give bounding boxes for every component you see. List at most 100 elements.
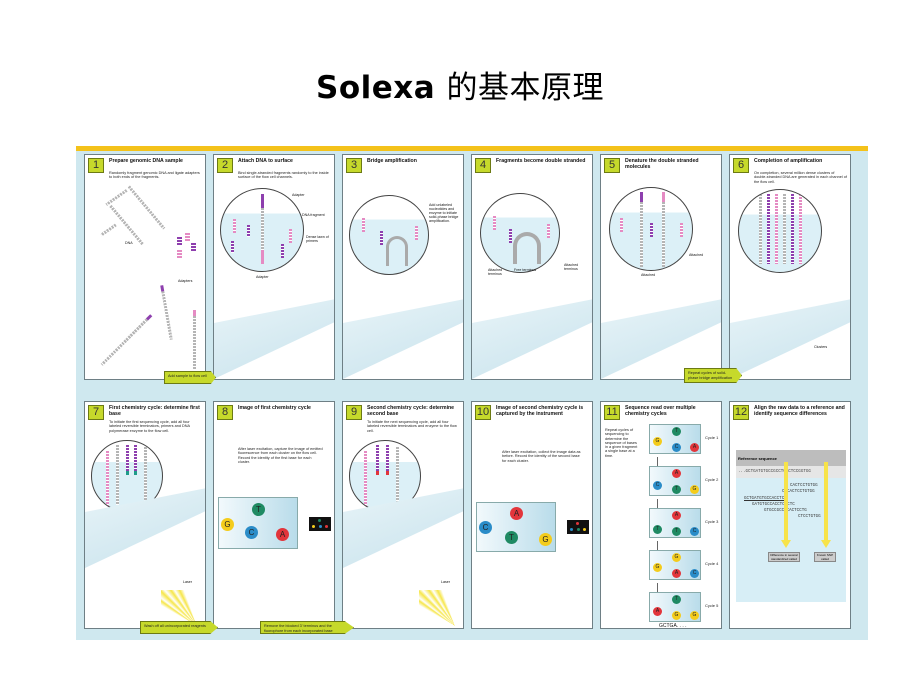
cycle-label: Cycle 3	[705, 519, 719, 524]
cluster-strand	[144, 447, 147, 507]
flow-cell-surface	[601, 299, 721, 379]
zoom-circle	[349, 195, 429, 275]
cluster-strand	[791, 194, 794, 264]
panel-description: Repeat cycles of sequencing to determine…	[605, 428, 638, 458]
camera-view	[567, 520, 589, 534]
primer	[547, 224, 550, 238]
down-arrow	[657, 583, 658, 592]
read: CTCACTCCTGTGG	[782, 490, 815, 494]
label-laser: Laser	[183, 580, 192, 584]
label-dna: DNA	[125, 241, 133, 245]
panel-title: Fragments become double stranded	[496, 158, 586, 164]
base-dot: C	[690, 527, 699, 536]
label-attached-terminus: Attached terminus	[488, 268, 503, 276]
step-number: 8	[217, 405, 233, 420]
zoom-circle	[738, 189, 822, 273]
panel-description: On completion, several million dense clu…	[754, 171, 847, 184]
base-dot: G	[653, 563, 662, 572]
ligated-fragment	[193, 310, 196, 370]
panel-description: Randomly fragment genomic DNA and ligate…	[109, 171, 200, 180]
adapter	[185, 233, 190, 241]
cycle-label: Cycle 2	[705, 477, 719, 482]
base-dot: G	[672, 611, 681, 620]
cluster-strand	[775, 194, 778, 264]
panel-description: To initiate the next sequencing cycle, a…	[367, 420, 457, 433]
step-number: 5	[604, 158, 620, 173]
panel-step-7: 7 First chemistry cycle: determine first…	[84, 401, 206, 629]
laser-beam	[161, 590, 197, 626]
down-arrow	[657, 499, 658, 508]
base-dot: T	[672, 595, 681, 604]
primer	[233, 219, 236, 233]
panel-description: Bind single-stranded fragments randomly …	[238, 171, 329, 180]
label-adapter-top: Adapter	[292, 193, 305, 197]
primer	[680, 223, 683, 237]
adapter	[191, 243, 196, 251]
laser-beam	[419, 590, 455, 626]
difference-marker	[784, 462, 788, 540]
step-number: 3	[346, 158, 362, 173]
ligated-fragment	[160, 285, 173, 340]
cycle-image-4: G G A C	[649, 550, 701, 580]
denatured-strand	[662, 192, 665, 267]
cluster-strand	[116, 445, 119, 505]
primer	[231, 241, 234, 253]
flow-cell-surface	[343, 299, 463, 379]
panel-description: After laser excitation, collect the imag…	[502, 450, 581, 463]
reference-label: Reference sequence	[736, 450, 846, 466]
base-dot: T	[672, 527, 681, 536]
base-dot: C	[672, 443, 681, 452]
panel-title: Completion of amplification	[754, 158, 823, 164]
panel-step-6: 6 Completion of amplification On complet…	[729, 154, 851, 380]
read: CTCCTGTGG	[798, 515, 821, 519]
base-dot: G	[690, 485, 699, 494]
flow-tag-remove-terminator: Remove the blocked 3' terminus and the f…	[260, 621, 354, 634]
panel-step-12: 12 Align the raw data to a reference and…	[729, 401, 851, 629]
step-number: 7	[88, 405, 104, 420]
adapter	[177, 250, 182, 258]
flow-tag-repeat-bridge: Repeat cycles of solid-phase bridge ampl…	[684, 368, 742, 383]
label-adapter-bottom: Adapter	[256, 275, 269, 279]
cycle-image-5: T A G G	[649, 592, 701, 622]
adapter	[177, 237, 182, 245]
base-dot: T	[672, 485, 681, 494]
cycle-image-2: A C T G	[649, 466, 701, 496]
zoom-circle	[91, 440, 163, 512]
title-chinese: 的基本原理	[446, 70, 604, 106]
panel-step-11: 11 Sequence read over multiple chemistry…	[600, 401, 722, 629]
cycle-label: Cycle 1	[705, 435, 719, 440]
panel-title: Prepare genomic DNA sample	[109, 158, 183, 164]
panel-step-9: 9 Second chemistry cycle: determine seco…	[342, 401, 464, 629]
base-dot: A	[510, 507, 523, 520]
snp-result: Known SNP called	[814, 552, 836, 562]
base-dot: A	[672, 569, 681, 578]
base-dot: C	[653, 481, 662, 490]
camera-view	[309, 517, 331, 531]
reference-sequence: ...GCTGATGTGCCGCCTCACTCCGGTGG	[736, 466, 846, 478]
panel-step-10: 10 Image of second chemistry cycle is ca…	[471, 401, 593, 629]
base-dot: T	[672, 427, 681, 436]
cycle-label: Cycle 4	[705, 561, 719, 566]
dna-fragment	[105, 189, 128, 206]
panel-title: Attach DNA to surface	[238, 158, 293, 164]
cluster-strand	[126, 445, 129, 475]
step-number: 11	[604, 405, 620, 420]
panel-title: Second chemistry cycle: determine second…	[367, 405, 455, 417]
panel-title: Sequence read over multiple chemistry cy…	[625, 405, 696, 417]
attached-fragment	[261, 194, 264, 264]
base-dot: T	[252, 503, 265, 516]
cluster-strand	[396, 447, 399, 507]
primer	[247, 225, 250, 237]
panel-title: Denature the double stranded molecules	[625, 158, 699, 170]
dna-fragment	[127, 185, 166, 230]
denatured-strand	[640, 192, 643, 267]
flow-cell-surface	[730, 299, 850, 379]
step-number: 6	[733, 158, 749, 173]
sequence-result: GCTGA. . . .	[659, 623, 687, 629]
base-dot: G	[653, 437, 662, 446]
base-dot: C	[479, 521, 492, 534]
primer	[650, 223, 653, 237]
cycle-label: Cycle 5	[705, 603, 719, 608]
solexa-workflow-poster: 1 Prepare genomic DNA sample Randomly fr…	[76, 146, 868, 640]
base-dot: A	[672, 511, 681, 520]
